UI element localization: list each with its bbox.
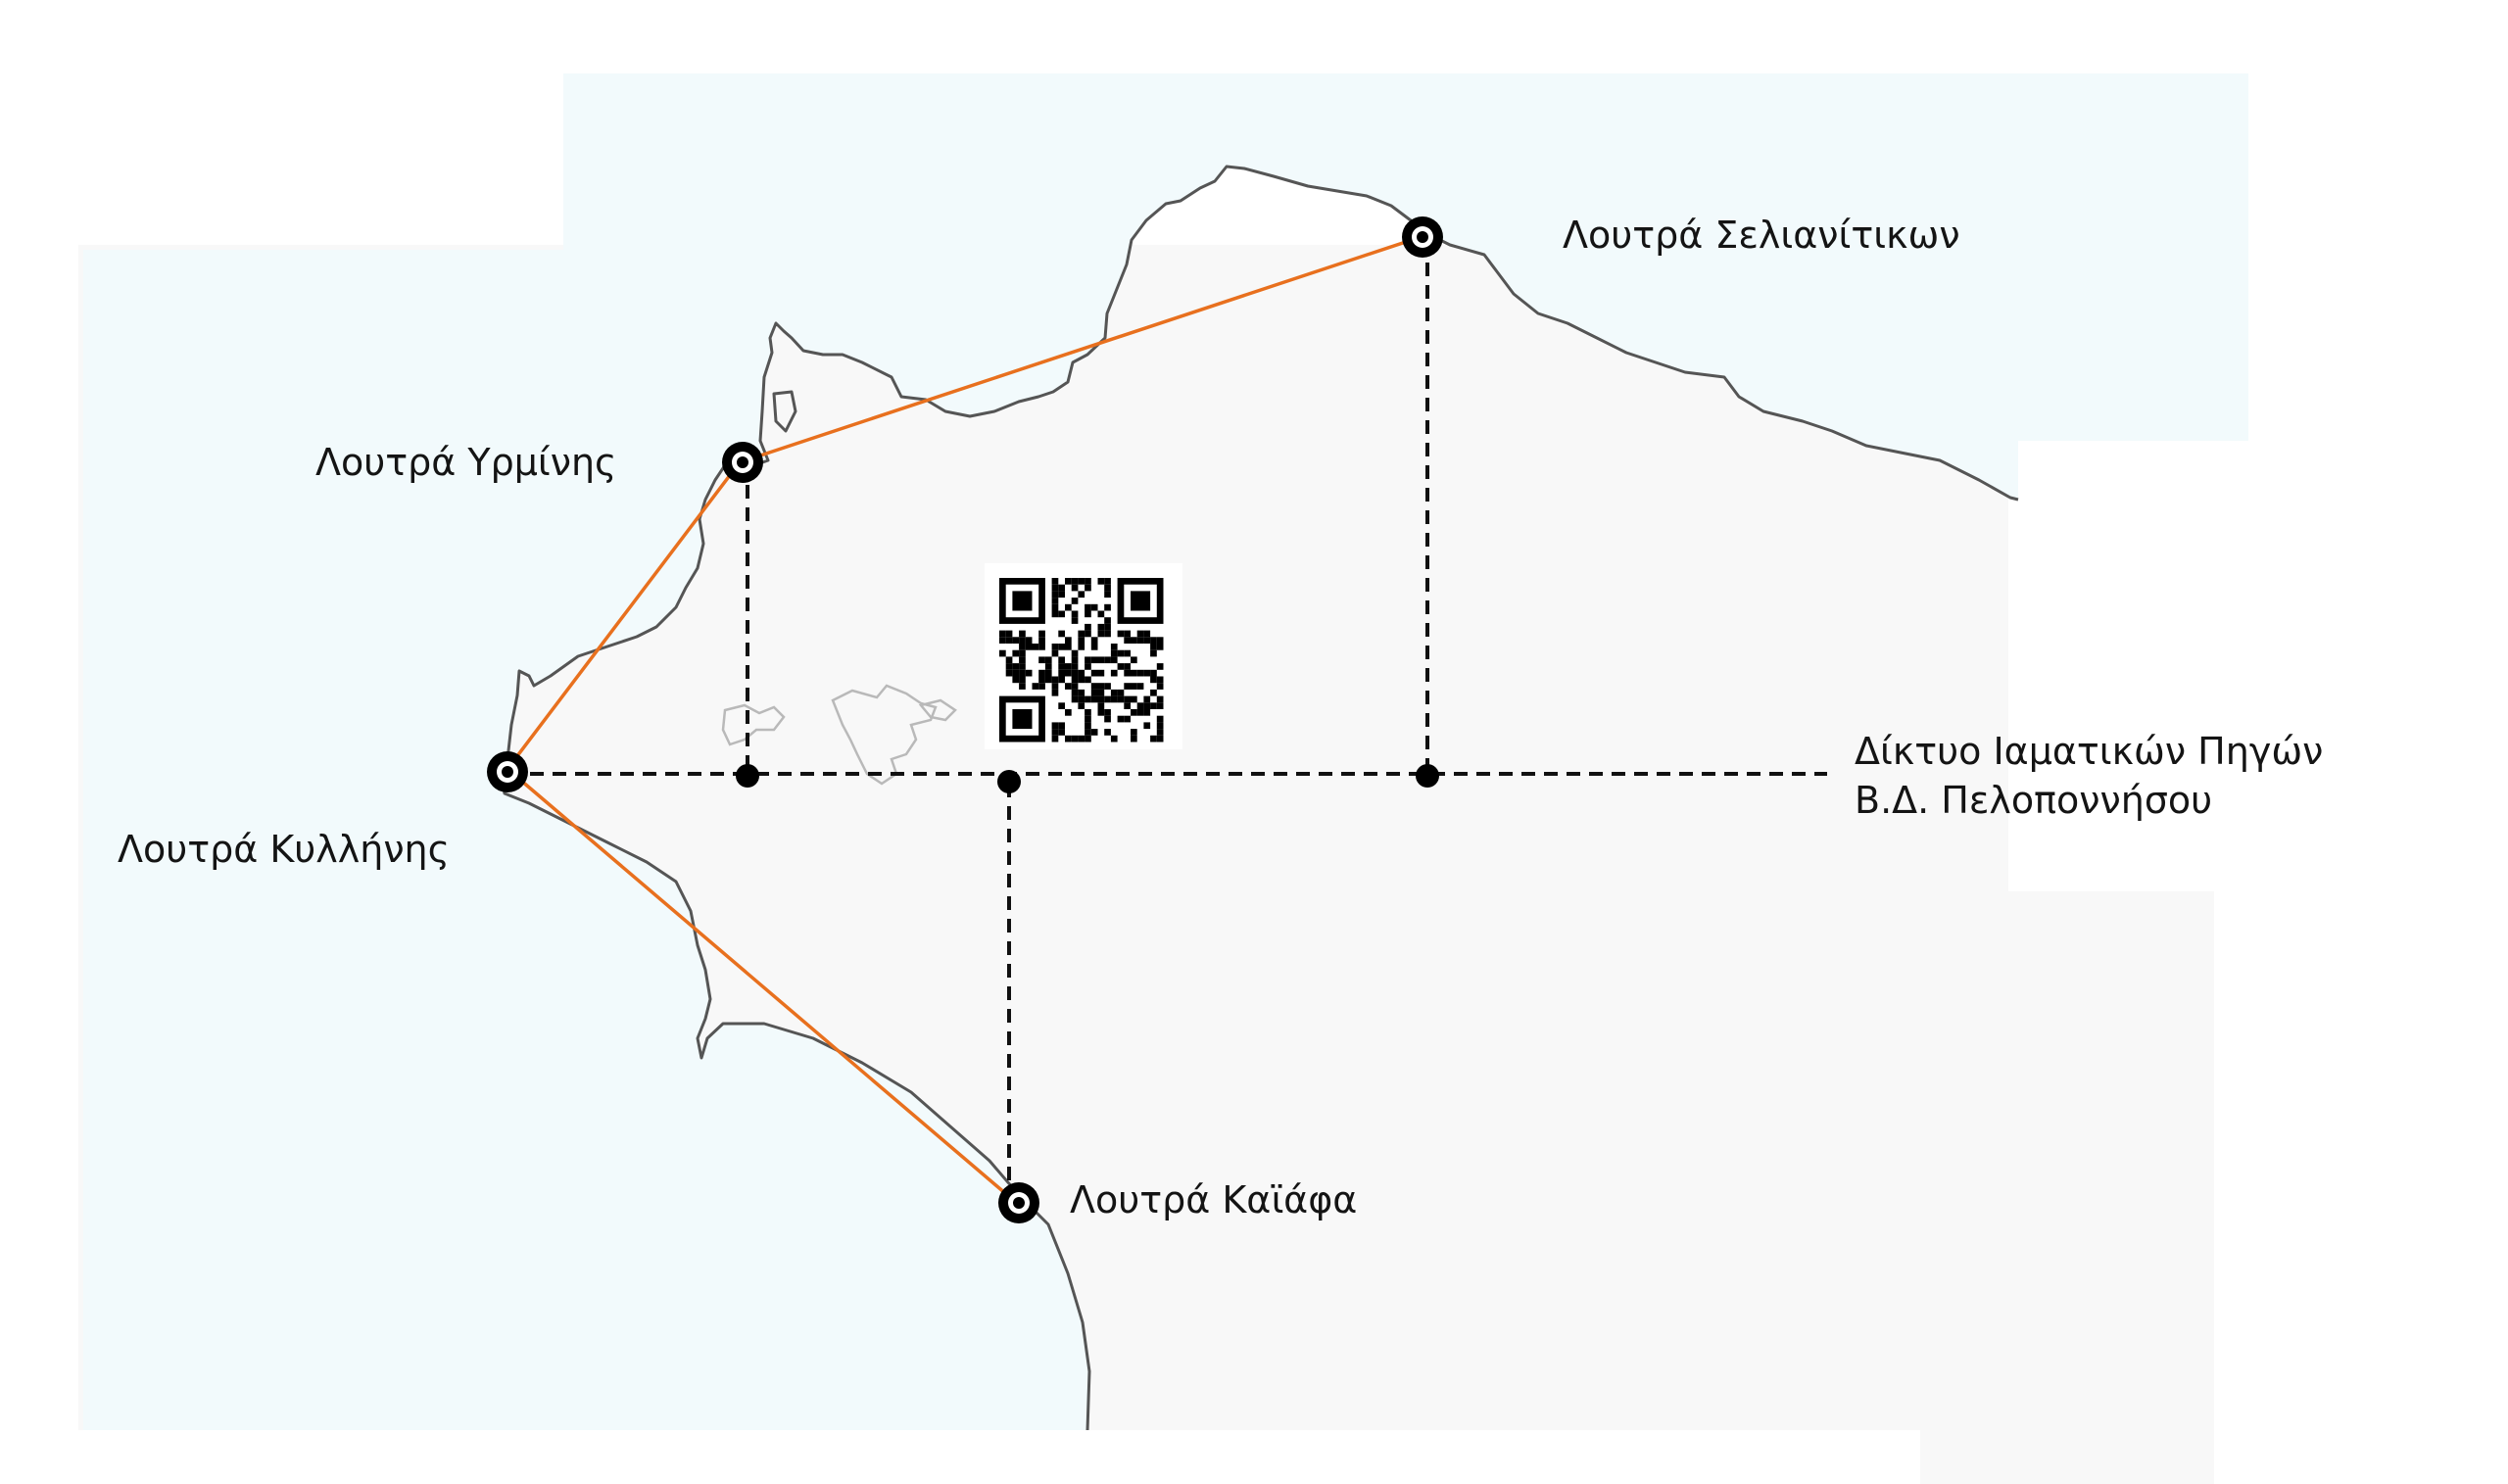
spring-label-kaiafa: Λουτρά Καϊάφα: [1070, 1178, 1357, 1221]
network-title-line2: Β.Δ. Πελοποννήσου: [1855, 779, 2212, 822]
ring-dot-marker-icon[interactable]: [1402, 216, 1443, 258]
network-title-line1: Δίκτυο Ιαματικών Πηγών: [1855, 730, 2323, 773]
ring-dot-marker-icon[interactable]: [998, 1182, 1039, 1223]
coastline: [500, 165, 2019, 1431]
lagoon-outline: [772, 390, 797, 433]
spring-label-yrmini: Λουτρά Υρμίνης: [315, 441, 616, 484]
ring-dot-marker-icon[interactable]: [722, 442, 763, 483]
spring-label-kyllini: Λουτρά Κυλλήνης: [118, 828, 450, 871]
junction-yrmini: [736, 764, 759, 788]
junction-selianitika: [1416, 764, 1439, 788]
junction-kaiafa: [997, 770, 1021, 793]
inland-lake-outline: [721, 684, 957, 786]
ring-dot-marker-icon[interactable]: [487, 751, 528, 792]
sea-area: [83, 73, 2248, 1430]
spring-label-selianitika: Λουτρά Σελιανίτικων: [1563, 214, 1960, 257]
qr-code-icon[interactable]: [985, 563, 1182, 749]
